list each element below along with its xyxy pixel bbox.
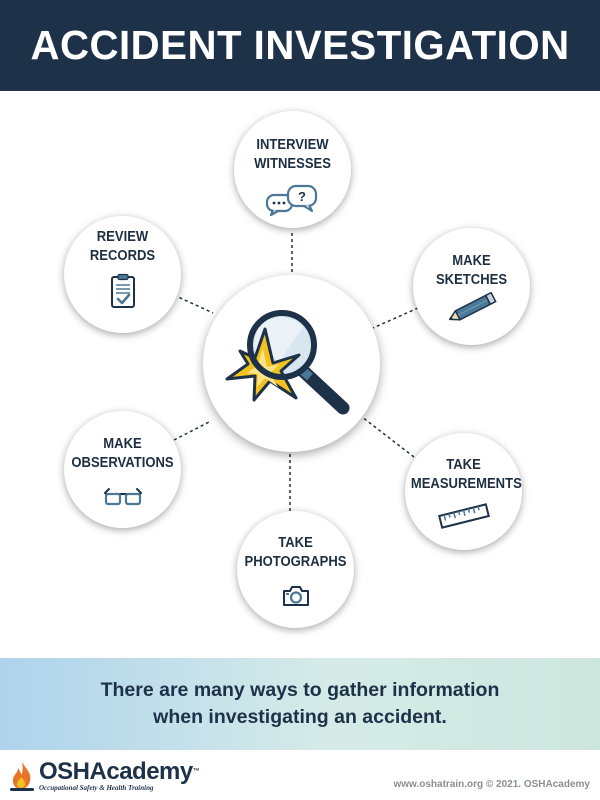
credit-text: www.oshatrain.org © 2021. OSHAcademy: [393, 779, 590, 790]
magnifying-glass-icon: [225, 310, 350, 415]
banner-line-1: There are many ways to gather informatio…: [100, 679, 500, 701]
page-title: ACCIDENT INVESTIGATION: [30, 22, 570, 68]
connector-measurements: [361, 416, 415, 458]
glasses-icon: [103, 488, 142, 506]
camera-icon: [282, 586, 309, 606]
logo-wordmark: OSHAcademy™: [39, 758, 200, 785]
speech-bubbles-icon: ?: [265, 184, 317, 216]
connector-lines: [173, 233, 419, 517]
ruler-icon: [437, 503, 490, 529]
banner-line-2: when investigating an accident.: [153, 706, 447, 728]
connector-sketches: [372, 307, 419, 329]
connector-observations: [173, 420, 212, 441]
oshacademy-logo: OSHAcademy™ Occupational Safety & Health…: [8, 759, 200, 795]
footer: OSHAcademy™ Occupational Safety & Health…: [0, 750, 600, 800]
svg-text:?: ?: [298, 189, 306, 204]
info-banner: There are many ways to gather informatio…: [0, 658, 600, 750]
banner-text: There are many ways to gather informatio…: [101, 677, 500, 731]
pencil-icon: [448, 292, 497, 321]
connector-review: [173, 294, 214, 314]
flame-icon: [10, 761, 34, 791]
header-bar: ACCIDENT INVESTIGATION: [0, 0, 600, 91]
center-magnifier-circle: [203, 275, 380, 452]
clipboard-check-icon: [110, 273, 135, 308]
logo-tagline: Occupational Safety & Health Training: [39, 784, 154, 792]
